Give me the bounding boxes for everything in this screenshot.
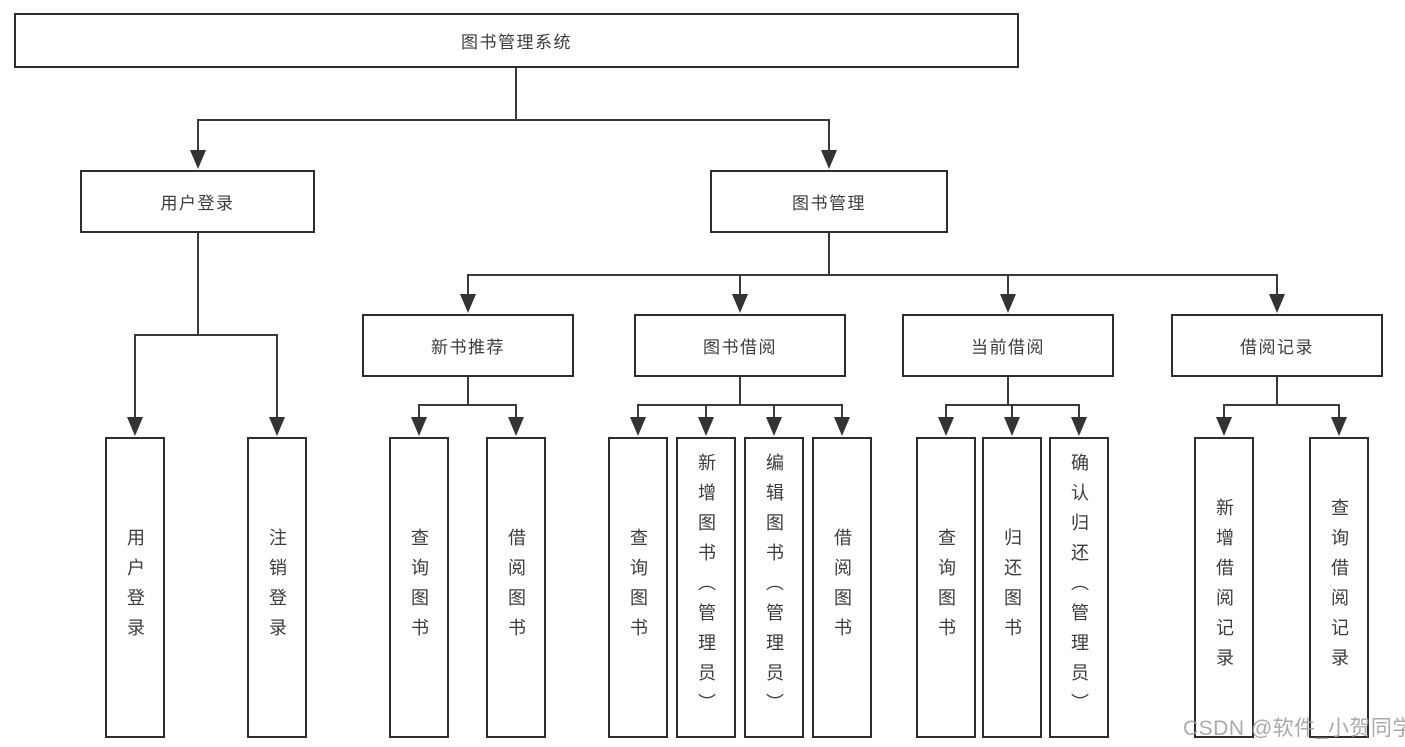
- node-label: 图书借阅: [703, 338, 777, 357]
- node-label: 借阅图书: [506, 527, 526, 648]
- node-label: 查询图书: [628, 527, 648, 648]
- node-label: 查询借阅记录: [1329, 497, 1349, 678]
- node-borrowing-records: 借阅记录: [1171, 314, 1383, 377]
- leaf-query-borrow-record: 查询借阅记录: [1309, 437, 1369, 738]
- node-label: 用户登录: [125, 527, 145, 648]
- node-label: 用户登录: [160, 194, 235, 213]
- leaf-edit-books-admin: 编辑图书（管理员）: [744, 437, 804, 738]
- leaf-query-books-2: 查询图书: [608, 437, 668, 738]
- node-user-login-branch: 用户登录: [80, 170, 315, 233]
- node-label: 查询图书: [409, 527, 429, 648]
- node-new-book-recommendation: 新书推荐: [362, 314, 574, 377]
- csdn-watermark: CSDN @软件_小贺同学: [1183, 717, 1405, 740]
- node-label: 确认归还（管理员）: [1069, 452, 1089, 723]
- leaf-query-books-3: 查询图书: [916, 437, 976, 738]
- node-label: 编辑图书（管理员）: [764, 452, 784, 723]
- leaf-confirm-return-admin: 确认归还（管理员）: [1049, 437, 1109, 738]
- node-book-management-branch: 图书管理: [710, 170, 948, 233]
- node-label: 图书管理系统: [461, 33, 572, 52]
- node-label: 新增借阅记录: [1214, 497, 1234, 678]
- node-book-borrowing: 图书借阅: [634, 314, 846, 377]
- leaf-add-books-admin: 新增图书（管理员）: [676, 437, 736, 738]
- leaf-logout: 注销登录: [247, 437, 307, 738]
- leaf-add-borrow-record: 新增借阅记录: [1194, 437, 1254, 738]
- node-label: 查询图书: [936, 527, 956, 648]
- node-label: 归还图书: [1002, 527, 1022, 648]
- leaf-borrow-books-2: 借阅图书: [812, 437, 872, 738]
- node-label: 图书管理: [792, 194, 866, 213]
- node-label: 借阅记录: [1240, 338, 1314, 357]
- node-label: 新书推荐: [431, 338, 505, 357]
- node-label: 当前借阅: [971, 338, 1045, 357]
- node-label: 注销登录: [267, 527, 287, 648]
- node-label: 借阅图书: [832, 527, 852, 648]
- leaf-user-login: 用户登录: [105, 437, 165, 738]
- leaf-query-books-1: 查询图书: [389, 437, 449, 738]
- node-label: 新增图书（管理员）: [696, 452, 716, 723]
- leaf-return-books: 归还图书: [982, 437, 1042, 738]
- node-current-borrowing: 当前借阅: [902, 314, 1114, 377]
- node-library-management-system: 图书管理系统: [14, 13, 1019, 68]
- leaf-borrow-books-1: 借阅图书: [486, 437, 546, 738]
- arrowheads: [127, 150, 1347, 436]
